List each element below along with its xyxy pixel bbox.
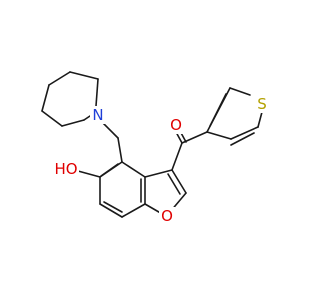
bond bbox=[117, 137, 123, 163]
bond bbox=[77, 170, 101, 178]
bond bbox=[61, 119, 85, 127]
thiophene-ring bbox=[206, 87, 263, 146]
sulfur-label: S bbox=[257, 95, 267, 113]
bond bbox=[144, 169, 173, 178]
bond bbox=[181, 131, 208, 144]
bond bbox=[121, 203, 146, 218]
bond bbox=[257, 111, 263, 128]
bond bbox=[83, 115, 91, 121]
bond bbox=[99, 203, 123, 218]
benzene-ring bbox=[99, 161, 146, 218]
bond bbox=[171, 142, 183, 171]
bond bbox=[100, 163, 119, 177]
bond bbox=[230, 132, 255, 146]
piperidine-ring bbox=[41, 71, 99, 127]
bond bbox=[171, 169, 187, 194]
bond bbox=[103, 201, 123, 213]
structure-canvas: N O HO O S bbox=[41, 71, 270, 225]
bond bbox=[209, 93, 227, 127]
bond bbox=[206, 131, 232, 140]
bond bbox=[95, 78, 99, 107]
bond bbox=[167, 173, 181, 195]
bond bbox=[121, 161, 146, 178]
hydroxyl-label: HO bbox=[54, 160, 77, 178]
bond bbox=[69, 71, 99, 80]
atom-label-o-furan: O bbox=[159, 207, 175, 225]
atom-label-s: S bbox=[254, 95, 270, 113]
bond bbox=[102, 122, 119, 139]
bond bbox=[48, 71, 71, 86]
molecule-structure: N O HO O S bbox=[41, 71, 270, 225]
furan-oxygen-label: O bbox=[161, 207, 173, 225]
atom-label-o-carbonyl: O bbox=[168, 116, 184, 134]
atom-label-n: N bbox=[90, 106, 106, 124]
nitrogen-label: N bbox=[92, 106, 103, 124]
bond bbox=[229, 87, 251, 96]
atom-label-oh: HO bbox=[54, 160, 79, 178]
bond bbox=[230, 126, 259, 140]
bond bbox=[41, 84, 50, 112]
bond bbox=[41, 110, 63, 127]
carbonyl-oxygen-label: O bbox=[170, 116, 182, 134]
